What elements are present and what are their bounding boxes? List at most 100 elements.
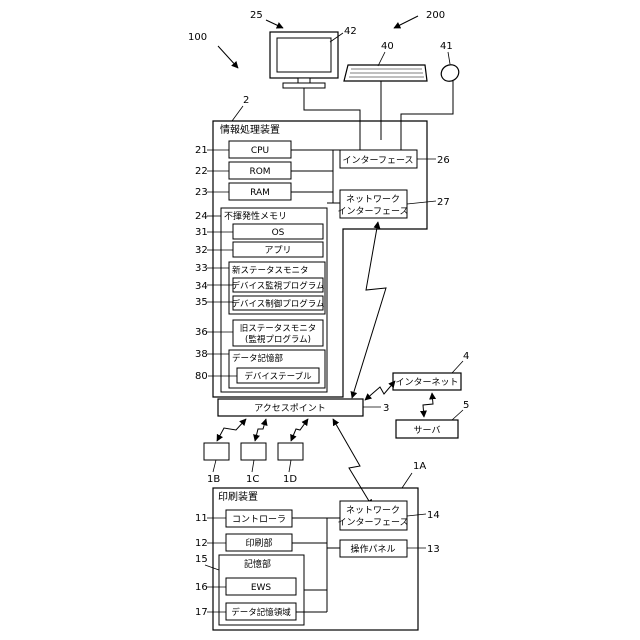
old-monitor-line1: 旧ステータスモニタ	[240, 324, 317, 334]
cpu-ref: 21	[195, 145, 208, 156]
new-monitor-ref: 33	[195, 263, 208, 274]
old-monitor-ref: 36	[195, 327, 208, 338]
old-monitor-line2: (監視プログラム)	[245, 334, 311, 345]
internet-ref: 4	[463, 351, 469, 362]
pc-ref-leader	[232, 106, 243, 121]
ref-25-arrow	[266, 20, 283, 28]
device-monitor-program-label: デバイス監視プログラム	[232, 281, 325, 292]
rom-ref: 22	[195, 166, 208, 177]
device-1d-box	[278, 443, 303, 460]
operation-panel-ref: 13	[427, 544, 440, 555]
ref-41-label: 41	[440, 41, 453, 52]
printer-storage-ref: 15	[195, 554, 208, 565]
printer-net-interface-line2: インターフェース	[337, 517, 408, 528]
printer-net-interface-line1: ネットワーク	[346, 505, 400, 516]
server-ref-leader	[452, 410, 463, 420]
printer-title: 印刷装置	[218, 490, 258, 503]
nvm-ref: 24	[195, 211, 208, 222]
interface-ref: 26	[437, 155, 450, 166]
controller-label: コントローラ	[232, 514, 286, 525]
ref-42-label: 42	[344, 26, 357, 37]
monitor-screen	[277, 38, 331, 72]
controller-ref: 11	[195, 513, 208, 524]
server-label: サーバ	[414, 425, 441, 436]
app-ref: 32	[195, 245, 208, 256]
device-1b-ref-leader	[213, 460, 216, 472]
ref-100-arrow	[218, 46, 238, 68]
ref-40-leader	[378, 52, 385, 66]
ref-41-leader	[448, 52, 450, 64]
print-unit-ref: 12	[195, 538, 208, 549]
printer-net-interface-ref-leader	[407, 514, 426, 516]
ews-ref: 16	[195, 582, 208, 593]
cpu-label: CPU	[251, 146, 269, 156]
wireless-link-ap-printer	[333, 419, 372, 506]
operation-panel-label: 操作パネル	[350, 543, 395, 555]
os-label: OS	[272, 228, 285, 238]
wireless-link-ap-1b	[217, 419, 246, 441]
pc-net-interface-ref-leader	[407, 201, 436, 204]
pc-net-interface-line2: インターフェース	[337, 206, 408, 217]
internet-label: インターネット	[395, 377, 458, 388]
wireless-link-ap-1d	[291, 419, 308, 441]
device-table-label: デバイステーブル	[244, 371, 312, 382]
printer-net-interface-ref: 14	[427, 510, 440, 521]
os-ref: 31	[195, 227, 208, 238]
access-point-ref: 3	[383, 403, 389, 414]
monitor	[270, 32, 338, 88]
print-unit-label: 印刷部	[245, 537, 272, 549]
ref-25-label: 25	[250, 10, 263, 21]
pc-internal-bus	[291, 150, 340, 203]
keyboard	[344, 65, 427, 81]
mouse	[438, 62, 462, 85]
device-1d-ref-leader	[289, 460, 291, 472]
ref-100-label: 100	[188, 32, 207, 43]
wireless-link-internet-server	[423, 393, 433, 417]
data-storage-title: データ記憶部	[232, 353, 284, 364]
device-1c-ref-leader	[252, 460, 254, 472]
printer-storage-title: 記憶部	[244, 558, 271, 570]
device-monitor-program-ref: 34	[195, 281, 208, 292]
printer-storage-ref-leader	[205, 565, 219, 570]
pc-ref: 2	[243, 95, 249, 106]
mouse-body	[438, 62, 462, 85]
device-1c-ref: 1C	[246, 474, 259, 485]
interface-label: インターフェース	[342, 155, 413, 166]
access-point-label: アクセスポイント	[254, 403, 326, 414]
printer-internal-bus	[292, 518, 340, 612]
device-1d-ref: 1D	[283, 474, 297, 485]
ews-label: EWS	[251, 583, 272, 593]
server-ref: 5	[463, 400, 469, 411]
peripheral-cables	[304, 81, 453, 153]
pc-title: 情報処理装置	[220, 123, 280, 136]
monitor-neck	[298, 78, 310, 83]
data-area-ref: 17	[195, 607, 208, 618]
wireless-link-ap-internet	[365, 381, 395, 400]
pc-net-interface-line1: ネットワーク	[346, 194, 400, 205]
device-1b-box	[204, 443, 229, 460]
pc-net-interface-ref: 27	[437, 197, 450, 208]
device-table-ref: 80	[195, 371, 208, 382]
monitor-stand	[283, 83, 325, 88]
ref-40-label: 40	[381, 41, 394, 52]
ram-ref: 23	[195, 187, 208, 198]
data-storage-ref: 38	[195, 349, 208, 360]
device-1b-ref: 1B	[207, 474, 220, 485]
app-label: アプリ	[264, 245, 291, 256]
printer-ref: 1A	[413, 461, 426, 472]
data-area-label: データ記憶領域	[231, 607, 291, 618]
ref-200-arrow	[394, 16, 418, 28]
ram-label: RAM	[250, 188, 270, 198]
device-1c-box	[241, 443, 266, 460]
new-monitor-title: 新ステータスモニタ	[232, 265, 309, 276]
wireless-link-pc-ap	[352, 222, 386, 398]
nvm-title: 不揮発性メモリ	[224, 210, 287, 222]
internet-ref-leader	[452, 361, 463, 373]
ref-200-label: 200	[426, 10, 445, 21]
rom-label: ROM	[249, 167, 270, 177]
printer-ref-leader	[402, 473, 412, 488]
wireless-link-ap-1c	[255, 419, 266, 441]
device-control-program-label: デバイス制御プログラム	[232, 299, 325, 310]
